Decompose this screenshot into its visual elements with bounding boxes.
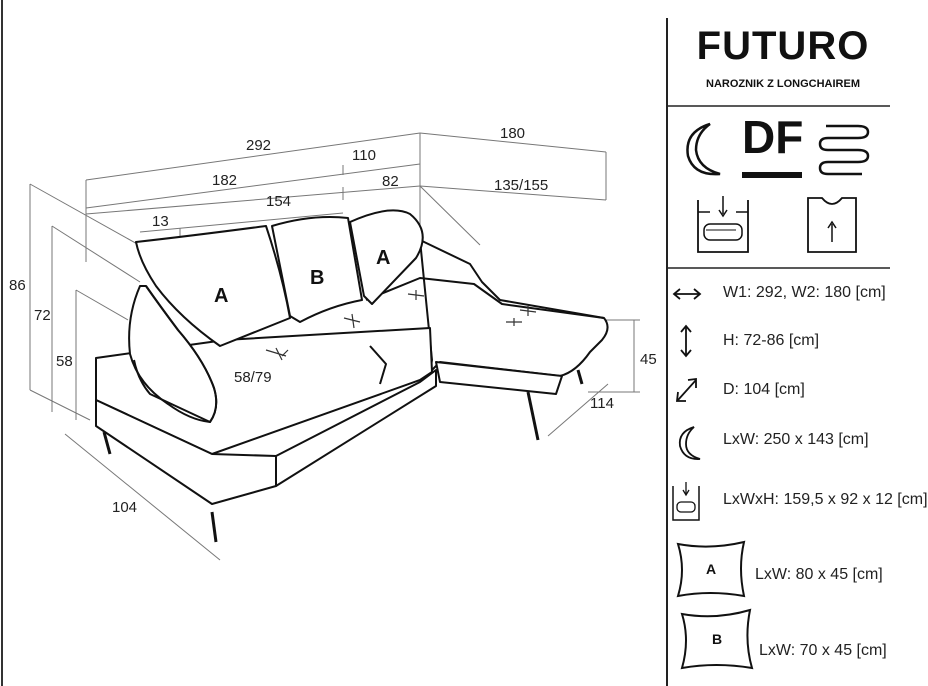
dim-depth-right: 180 [500, 125, 525, 142]
spec-sleep-area: LxW: 250 x 143 [cm] [723, 431, 869, 448]
dim-chaise-length: 135/155 [494, 177, 548, 194]
spring-icon [818, 124, 870, 176]
arrow-horizontal-icon [672, 288, 702, 300]
pillow-b-icon: B [680, 608, 754, 670]
spec-storage: LxWxH: 159,5 x 92 x 12 [cm] [723, 491, 928, 508]
dim-chaise-height: 45 [640, 351, 657, 368]
pillow-b-letter: B [712, 631, 722, 647]
spec-depth: D: 104 [cm] [723, 381, 805, 398]
sofa-outline [95, 209, 609, 505]
dimension-lines [29, 132, 640, 561]
arrow-diagonal-icon [675, 377, 697, 402]
product-subtitle: NAROZNIK Z LONGCHAIREM [706, 78, 860, 90]
storage-icon [672, 482, 700, 521]
dim-total-width: 292 [246, 137, 271, 154]
spec-width: W1: 292, W2: 180 [cm] [723, 284, 886, 301]
dim-height-max: 86 [9, 277, 26, 294]
dim-armrest: 13 [152, 213, 169, 230]
product-title: FUTURO [696, 24, 870, 68]
arrow-vertical-icon [680, 324, 692, 358]
dim-left-section: 182 [212, 172, 237, 189]
pillow-a-letter: A [706, 561, 716, 577]
sleep-function-moon-icon [686, 122, 721, 176]
pillow-a-icon: A [676, 540, 746, 598]
sofa-legs [102, 369, 584, 543]
moon-icon [678, 426, 701, 460]
dim-seat-height: 58 [56, 353, 73, 370]
dim-right-section: 82 [382, 173, 399, 190]
cushion-a-label-left: A [214, 285, 228, 307]
cushion-a-label-right: A [376, 247, 390, 269]
df-logo-underline [742, 172, 802, 178]
removable-cover-icon [807, 197, 857, 253]
spec-pillow-b: LxW: 70 x 45 [cm] [759, 642, 887, 659]
dim-chaise-depth: 114 [590, 395, 614, 412]
spec-height: H: 72-86 [cm] [723, 332, 820, 349]
dim-seat-depth: 58/79 [234, 369, 272, 386]
seat-stitches [265, 290, 537, 361]
dim-height-min: 72 [34, 307, 51, 324]
panel-lines [666, 18, 890, 686]
spec-pillow-a: LxW: 80 x 45 [cm] [755, 566, 883, 583]
info-panel: FUTURO NAROZNIK Z LONGCHAIREM DF [666, 0, 928, 686]
dim-seat-section: 110 [352, 147, 376, 164]
dim-depth-left: 104 [112, 499, 137, 516]
storage-box-icon [697, 196, 749, 253]
cushion-b-label: B [310, 267, 324, 289]
df-logo: DF [742, 111, 804, 163]
dim-backrest: 154 [266, 193, 291, 210]
